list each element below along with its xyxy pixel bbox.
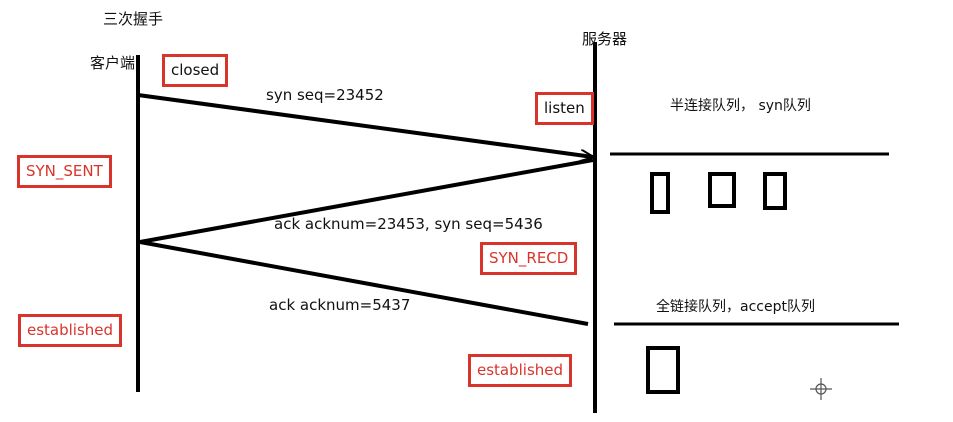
synack-message-label: ack acknum=23453, syn seq=5436 (274, 215, 543, 233)
half-queue-label: 半连接队列， syn队列 (670, 98, 811, 114)
half-queue-slot (708, 172, 736, 208)
half-queue-slot (763, 172, 787, 210)
server-state-listen: listen (535, 92, 594, 125)
full-queue-slot (646, 346, 680, 394)
ack-arrow (139, 240, 589, 326)
server-state-established: established (468, 354, 573, 387)
syn-message-label: syn seq=23452 (266, 86, 384, 104)
diagram-title: 三次握手 (103, 10, 164, 28)
client-state-closed: closed (162, 54, 229, 87)
client-state-established: established (18, 314, 123, 347)
ack-message-label: ack acknum=5437 (269, 296, 411, 314)
syn-arrow (137, 93, 593, 157)
server-state-syn-recd: SYN_RECD (480, 242, 578, 275)
client-label: 客户端 (90, 54, 136, 72)
full-queue-label: 全链接队列，accept队列 (656, 299, 815, 315)
half-queue-slot (650, 172, 670, 214)
crosshair-icon (810, 378, 832, 400)
synack-arrow (139, 158, 594, 244)
server-label: 服务器 (582, 30, 628, 48)
client-state-syn-sent: SYN_SENT (17, 155, 112, 188)
